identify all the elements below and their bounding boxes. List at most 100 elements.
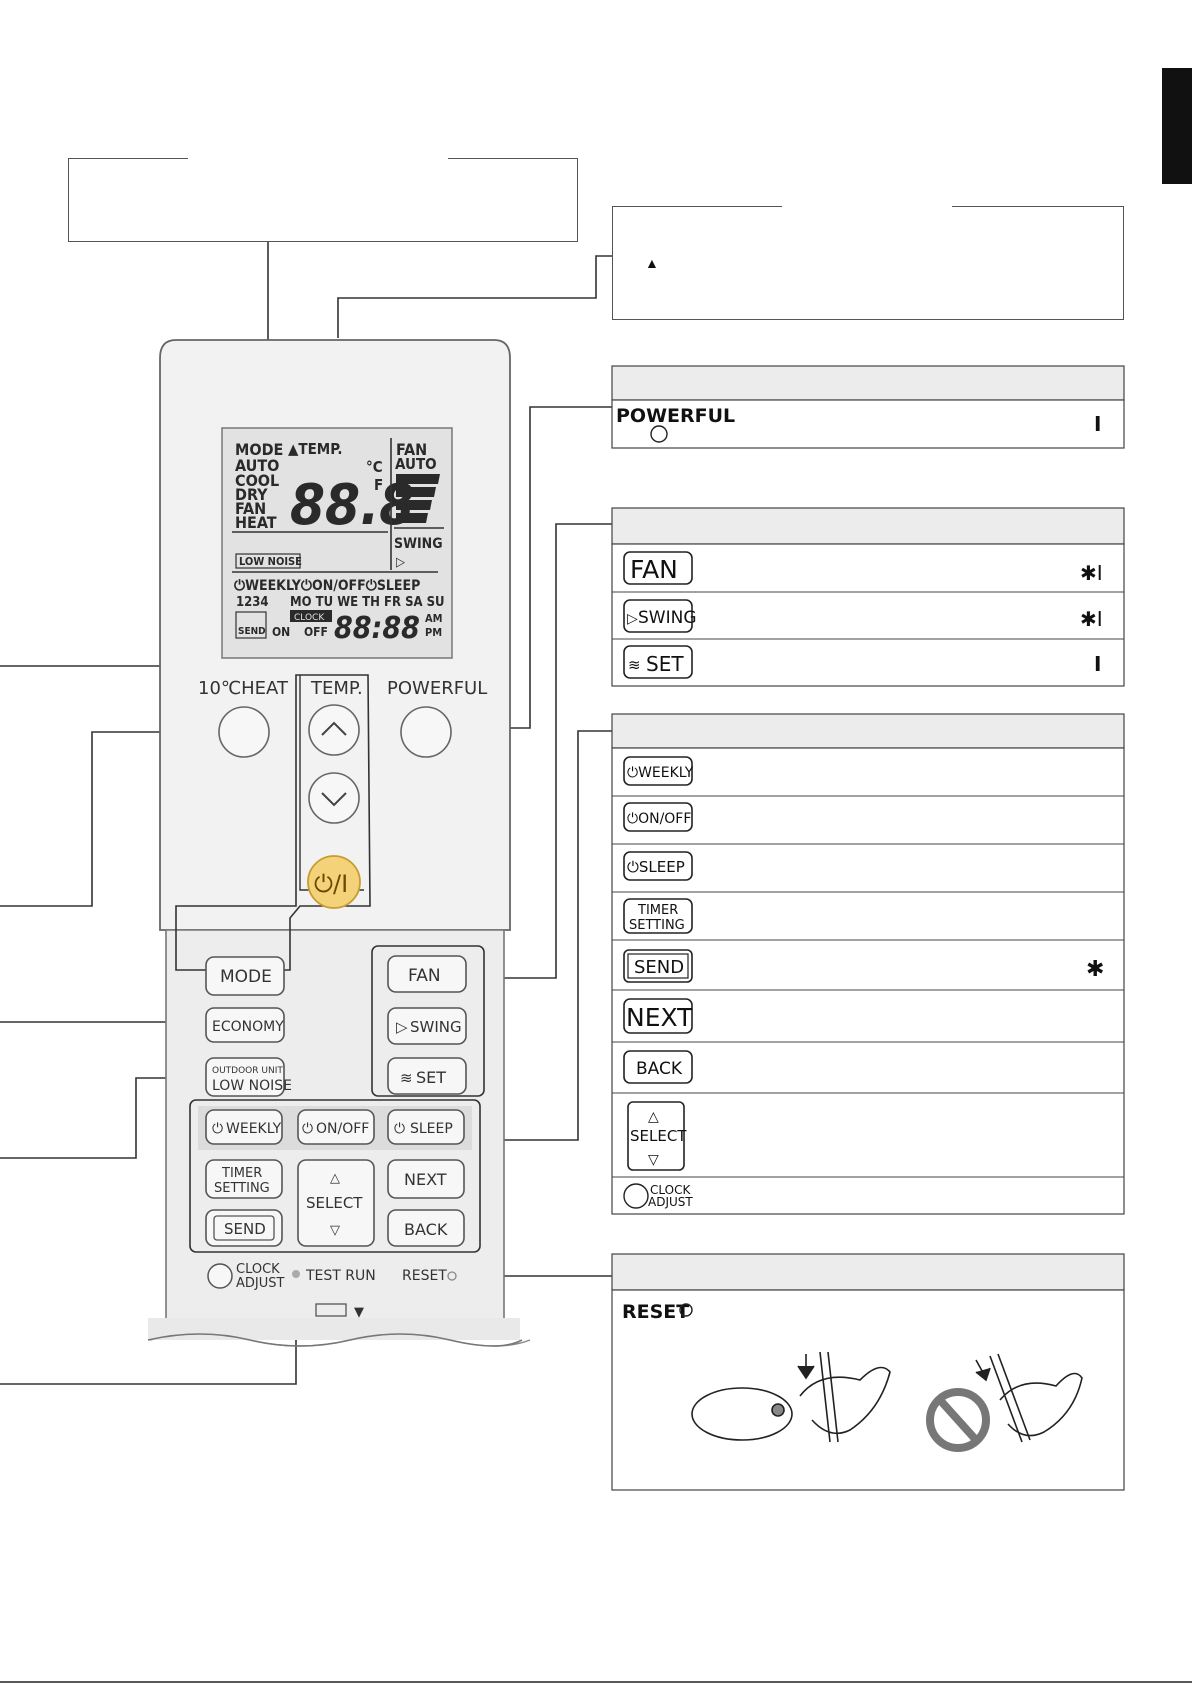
chevron-up-icon <box>321 721 347 736</box>
svg-text:SET: SET <box>416 1068 446 1087</box>
battery-icon <box>315 1303 347 1317</box>
lcd-temp-unit-f: F <box>374 476 383 494</box>
sleep-button[interactable]: ⏻ SLEEP <box>387 1109 465 1145</box>
svg-text:ON/OFF: ON/OFF <box>316 1121 369 1137</box>
test-run-button[interactable] <box>292 1270 300 1278</box>
svg-text:MODE: MODE <box>220 967 272 987</box>
back-panel-label: BACK <box>636 1059 683 1079</box>
back-button[interactable]: BACK <box>387 1209 465 1247</box>
svg-text:▷: ▷ <box>396 1018 408 1036</box>
temp-up-button[interactable] <box>308 704 360 756</box>
powerful-panel-label: POWERFUL <box>616 405 735 427</box>
svg-text:△: △ <box>648 1109 659 1125</box>
fan-panel-label: FAN <box>630 555 678 584</box>
lcd-time-digits: 88:88 <box>334 611 420 646</box>
swing-button[interactable]: ▷ SWING <box>387 1007 467 1045</box>
svg-text:SETTING: SETTING <box>214 1181 270 1196</box>
swing-panel-label: SWING <box>638 608 697 628</box>
lcd-temp-unit-c: °C <box>366 458 383 476</box>
clock-adjust-button[interactable] <box>207 1263 233 1289</box>
temp-label: TEMP. <box>310 678 363 699</box>
power-button[interactable] <box>307 855 361 909</box>
lcd-on: ON <box>272 625 290 639</box>
pen-press-correct-icon <box>691 1351 891 1443</box>
onoff-panel-label: ⏻ON/OFF <box>627 811 691 827</box>
heat10-label: 10℃HEAT <box>198 678 289 699</box>
svg-text:▽: ▽ <box>648 1152 659 1168</box>
signal-callout-box: ▲ <box>612 206 1124 320</box>
low-noise-button[interactable]: OUTDOOR UNIT LOW NOISE <box>205 1057 292 1097</box>
send-button[interactable]: SEND <box>205 1209 283 1247</box>
timer-setting-button[interactable]: TIMER SETTING <box>205 1159 283 1199</box>
lcd-send: SEND <box>238 626 266 637</box>
svg-text:FAN: FAN <box>408 966 441 986</box>
heat10-button[interactable] <box>218 706 270 758</box>
clock-panel-label: CLOCK <box>650 1183 691 1197</box>
fan-button[interactable]: FAN <box>387 955 467 993</box>
svg-text:▽: ▽ <box>330 1223 340 1238</box>
adjust-panel-label: ADJUST <box>648 1195 693 1209</box>
reset-button[interactable] <box>447 1271 457 1281</box>
lcd-callout-box <box>68 158 578 242</box>
svg-text:△: △ <box>330 1171 340 1186</box>
lcd-swing-label: SWING <box>394 536 443 552</box>
next-button[interactable]: NEXT <box>387 1159 465 1199</box>
reset-panel-label: RESET <box>622 1301 689 1323</box>
lcd-timer-row: ⏻WEEKLY⏻ON/OFF⏻SLEEP <box>234 578 420 594</box>
fan-panel-mark: ✱I <box>1080 561 1103 585</box>
lcd-temp-digits: 88.8 <box>290 473 414 538</box>
triangle-down-icon: ▼ <box>354 1305 364 1320</box>
swing-panel-mark: ✱I <box>1080 607 1103 631</box>
lcd-days: MO TU WE TH FR SA SU <box>290 595 445 610</box>
set-button[interactable]: ≋ SET <box>387 1057 467 1095</box>
powerful-mark: I <box>1094 412 1101 436</box>
reset-label: RESET <box>402 1268 447 1284</box>
select-button[interactable]: △ SELECT ▽ <box>297 1159 375 1247</box>
svg-text:BACK: BACK <box>404 1220 448 1239</box>
power-icon: ⏻/I <box>314 870 348 898</box>
lcd-off: OFF <box>304 625 328 639</box>
sleep-panel-label: ⏻SLEEP <box>627 858 685 876</box>
powerful-label: POWERFUL <box>387 678 487 699</box>
svg-text:SLEEP: SLEEP <box>410 1121 453 1137</box>
svg-text:TIMER: TIMER <box>221 1166 262 1181</box>
svg-text:⏻: ⏻ <box>302 1121 313 1137</box>
mode-button[interactable]: MODE <box>205 956 285 996</box>
test-run-label: TEST RUN <box>305 1268 376 1284</box>
swing-icon: ▷ <box>396 555 405 570</box>
set-panel-mark: I <box>1094 652 1101 676</box>
signal-arrow-icon: ▲ <box>645 255 659 271</box>
lcd-low-noise: LOW NOISE <box>239 555 302 568</box>
lcd-mode-heat: HEAT <box>235 513 277 532</box>
svg-text:≋: ≋ <box>400 1069 413 1087</box>
svg-text:▷: ▷ <box>627 611 638 627</box>
svg-text:OUTDOOR UNIT: OUTDOOR UNIT <box>212 1066 283 1076</box>
svg-text:SWING: SWING <box>410 1018 462 1036</box>
language-tab <box>1162 68 1192 184</box>
lcd-mode-dry: DRY <box>235 485 268 504</box>
economy-button[interactable]: ECONOMY <box>205 1007 285 1043</box>
lcd-mode-cool: COOL <box>235 471 279 490</box>
lcd-mode-fan: FAN <box>235 499 266 518</box>
lcd-pm: PM <box>425 626 442 639</box>
reset-hole-icon <box>679 1303 693 1317</box>
adjust-label: ADJUST <box>236 1276 285 1291</box>
weekly-button[interactable]: ⏻ WEEKLY <box>205 1109 283 1145</box>
svg-text:≋: ≋ <box>628 656 641 674</box>
lcd-fan-label: FAN <box>396 440 427 459</box>
svg-text:⏻: ⏻ <box>394 1121 405 1137</box>
onoff-button[interactable]: ⏻ ON/OFF <box>297 1109 375 1145</box>
clock-label: CLOCK <box>236 1262 280 1277</box>
lcd-day-numbers: 1234 <box>236 595 269 610</box>
lcd-mode-label: MODE <box>235 440 283 459</box>
powerful-button[interactable] <box>400 706 452 758</box>
temp-down-button[interactable] <box>308 772 360 824</box>
timer-panel-label: TIMER <box>637 903 678 918</box>
svg-text:SEND: SEND <box>224 1220 266 1238</box>
chevron-down-icon <box>321 792 347 807</box>
lcd-fan-bars <box>396 474 440 523</box>
svg-text:WEEKLY: WEEKLY <box>226 1121 282 1137</box>
next-panel-label: NEXT <box>626 1003 693 1032</box>
clock-adjust-icon <box>623 1183 649 1209</box>
